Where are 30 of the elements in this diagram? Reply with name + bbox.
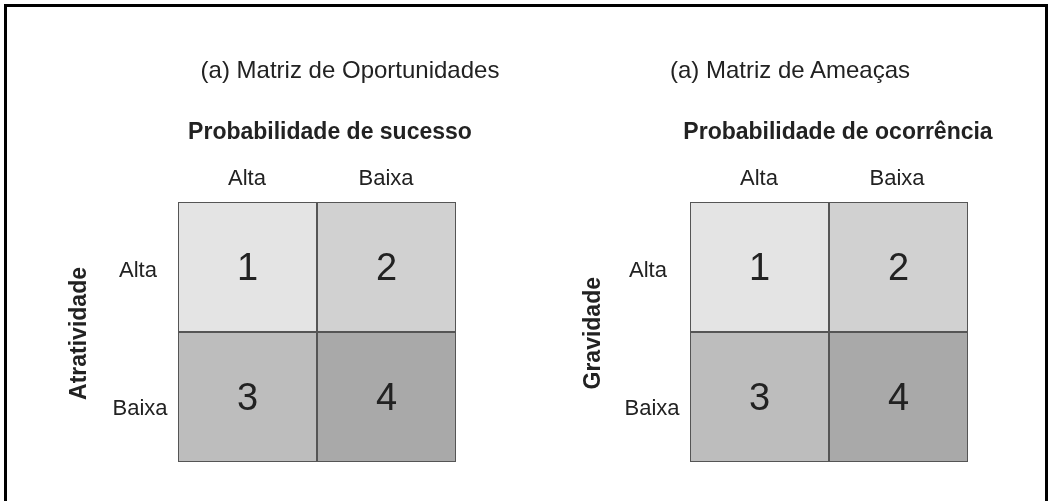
matrix-cell xyxy=(317,332,456,462)
column-header: Alta xyxy=(740,165,778,191)
row-header: Baixa xyxy=(624,395,680,421)
cell-number: 2 xyxy=(887,245,910,289)
axis-title: Gravidade xyxy=(578,276,606,390)
axis-title: Probabilidade de sucesso xyxy=(188,117,472,145)
matrix-cell xyxy=(690,202,829,332)
column-header: Baixa xyxy=(869,165,925,191)
cell-number: 2 xyxy=(375,245,398,289)
row-header: Baixa xyxy=(112,395,168,421)
matrix-cell xyxy=(178,332,317,462)
cell-number: 3 xyxy=(236,375,259,419)
column-header: Baixa xyxy=(358,165,414,191)
axis-title: Atratividade xyxy=(64,266,92,400)
cell-number: 4 xyxy=(375,375,398,419)
cell-number: 1 xyxy=(236,245,259,289)
cell-number: 3 xyxy=(748,375,771,419)
cell-number: 4 xyxy=(887,375,910,419)
matrix-title: (a) Matriz de Ameaças xyxy=(669,56,911,84)
row-header: Alta xyxy=(119,257,157,283)
matrix-title: (a) Matriz de Oportunidades xyxy=(200,56,500,84)
cell-number: 1 xyxy=(748,245,771,289)
matrix-cell xyxy=(178,202,317,332)
row-header: Alta xyxy=(629,257,667,283)
matrix-cell xyxy=(317,202,456,332)
matrix-cell xyxy=(829,202,968,332)
matrix-cell xyxy=(690,332,829,462)
matrix-cell xyxy=(829,332,968,462)
axis-title: Probabilidade de ocorrência xyxy=(683,117,993,145)
column-header: Alta xyxy=(228,165,266,191)
